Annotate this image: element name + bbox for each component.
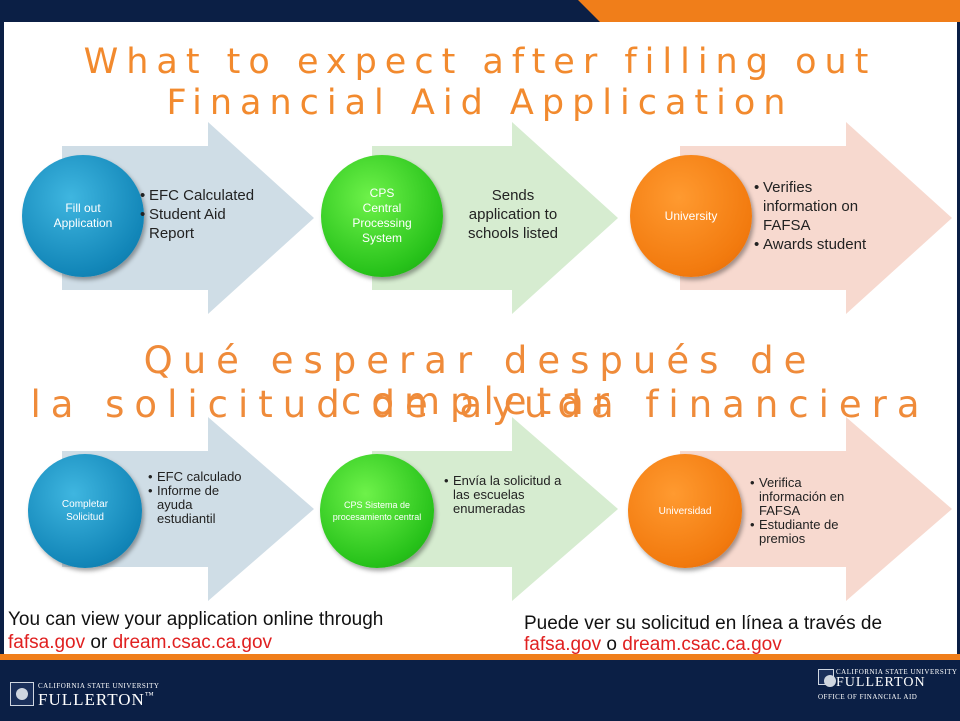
title-en-line2: Financial Aid Application bbox=[166, 83, 794, 123]
step-circle-cps-text: CPS Central Processing System bbox=[340, 186, 424, 246]
step-circle-cps-es: CPS Sistema de procesamiento central bbox=[320, 454, 434, 568]
step-circle-university: University bbox=[630, 155, 752, 277]
footer-right-fullerton: FULLERTON bbox=[836, 675, 926, 690]
note-en-conj: or bbox=[90, 632, 108, 653]
title-es-line2: la solicitud de ayuda financiera bbox=[30, 383, 930, 426]
arrow-en-2 bbox=[372, 122, 618, 314]
step-circle-fill-out-label: Fill out Application bbox=[53, 201, 113, 230]
step-en-2-text: Sends application to schools listed bbox=[467, 187, 559, 242]
seal-icon-right bbox=[818, 669, 836, 687]
bullet-efc-calculado: EFC calculado bbox=[148, 470, 248, 485]
bullet-efc-calculated: EFC Calculated bbox=[140, 186, 260, 205]
step-circle-universidad-label: Universidad bbox=[658, 505, 712, 517]
process-arrows bbox=[62, 122, 952, 601]
top-bar-accent-edge bbox=[578, 0, 600, 22]
title-es-line1: Qué esperar después de completar bbox=[143, 339, 817, 423]
note-en-line2: fafsa.gov or dream.csac.ca.gov bbox=[8, 631, 272, 655]
step-circle-universidad: Universidad bbox=[628, 454, 742, 568]
footer: CALIFORNIA STATE UNIVERSITY FULLERTON™ C… bbox=[0, 660, 960, 721]
step-en-1-bullets: EFC Calculated Student Aid Report bbox=[140, 186, 260, 243]
step-circle-fill-out: Fill out Application bbox=[22, 155, 144, 277]
step-es-1-bullets: EFC calculado Informe de ayuda estudiant… bbox=[148, 470, 248, 526]
step-circle-cps-abbr: CPS bbox=[369, 186, 395, 200]
footer-left-fullerton-text: FULLERTON bbox=[38, 690, 145, 709]
top-bar bbox=[0, 0, 960, 22]
frame-right bbox=[957, 22, 960, 654]
footer-left-university: CALIFORNIA STATE UNIVERSITY bbox=[38, 682, 160, 690]
bullet-estudiante-premios: Estudiante de premios bbox=[750, 518, 870, 546]
bullet-awards-student: Awards student bbox=[754, 235, 874, 254]
link-fafsa-es[interactable]: fafsa.gov bbox=[524, 634, 602, 655]
footer-right-university: CALIFORNIA STATE UNIVERSITY bbox=[836, 668, 958, 676]
step-circle-cps-full: Central Processing System bbox=[352, 201, 412, 245]
step-en-3-bullets: Verifies information on FAFSA Awards stu… bbox=[754, 178, 874, 254]
step-circle-university-label: University bbox=[664, 208, 718, 223]
bullet-informe-ayuda: Informe de ayuda estudiantil bbox=[148, 484, 248, 526]
link-dream-es[interactable]: dream.csac.ca.gov bbox=[622, 634, 782, 655]
step-circle-cps: CPS Central Processing System bbox=[321, 155, 443, 277]
link-dream-en[interactable]: dream.csac.ca.gov bbox=[112, 632, 273, 653]
step-es-2-bullets: Envía la solicitud a las escuelas enumer… bbox=[444, 474, 564, 516]
bullet-verifies-information: Verifies information on FAFSA bbox=[754, 178, 874, 235]
footer-right-office: OFFICE OF FINANCIAL AID bbox=[818, 693, 918, 701]
footer-rule bbox=[0, 654, 960, 660]
step-circle-cps-es-label: CPS Sistema de procesamiento central bbox=[332, 500, 422, 522]
step-circle-completar-label: Completar Solicitud bbox=[61, 499, 109, 523]
link-fafsa-en[interactable]: fafsa.gov bbox=[8, 632, 86, 653]
bullet-student-aid-report: Student Aid Report bbox=[140, 205, 260, 243]
seal-icon-left bbox=[10, 682, 34, 706]
step-circle-completar: Completar Solicitud bbox=[28, 454, 142, 568]
frame-left bbox=[0, 22, 4, 654]
bullet-envia-solicitud: Envía la solicitud a las escuelas enumer… bbox=[444, 474, 564, 516]
note-es-line1: Puede ver su solicitud en línea a través… bbox=[524, 613, 883, 634]
note-es-line2: fafsa.gov o dream.csac.ca.gov bbox=[524, 633, 782, 657]
title-en-line1: What to expect after filling out bbox=[83, 42, 877, 82]
note-en-line1: You can view your application online thr… bbox=[8, 609, 384, 630]
footer-left-tm: ™ bbox=[144, 690, 155, 700]
note-es-conj: o bbox=[606, 634, 617, 655]
step-es-3-bullets: Verifica información en FAFSA Estudiante… bbox=[750, 476, 870, 546]
footer-left-fullerton: FULLERTON™ bbox=[38, 690, 155, 710]
bullet-verifica-informacion: Verifica información en FAFSA bbox=[750, 476, 870, 518]
top-bar-accent bbox=[600, 0, 960, 22]
